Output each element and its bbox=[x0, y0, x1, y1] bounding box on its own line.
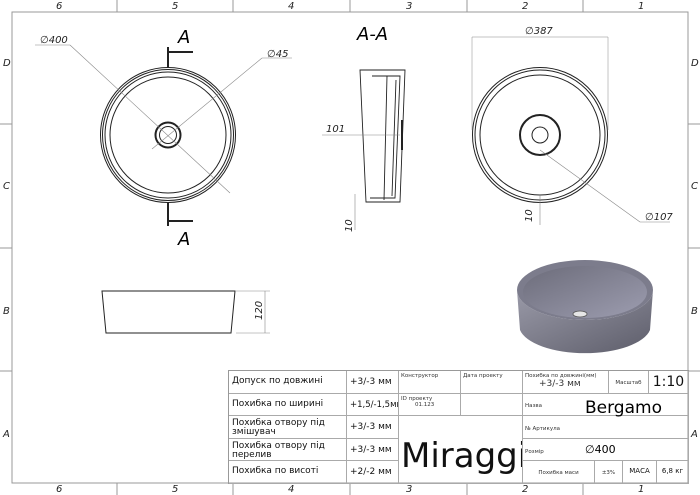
product-name: Bergamo bbox=[585, 398, 662, 418]
tolerance-label: Похибка отвору під змішувач bbox=[229, 416, 347, 439]
scale-value: 1:10 bbox=[649, 371, 689, 394]
outer-diameter-label: ∅400 bbox=[40, 35, 68, 46]
section-mark-bottom: A bbox=[177, 229, 190, 250]
zone-col-label: 2 bbox=[522, 484, 528, 495]
zone-col-label: 1 bbox=[638, 484, 644, 495]
mass-value: 6,8 кг bbox=[657, 461, 689, 484]
section-view bbox=[322, 69, 406, 230]
title-block: Допуск по довжині +3/-3 мм Похибка по ши… bbox=[228, 370, 689, 484]
zone-row-label: B bbox=[691, 306, 698, 317]
zone-col-label: 5 bbox=[172, 484, 178, 495]
rim-diameter-label: ∅387 bbox=[525, 26, 553, 37]
length-tol-cell: Похибка по довжині(мм)+3/-3 мм bbox=[523, 371, 609, 394]
zone-col-label: 1 bbox=[638, 1, 644, 12]
tolerance-label: Похибка по висоті bbox=[229, 461, 347, 484]
zone-row-label: C bbox=[691, 181, 698, 192]
height-dimension: 120 bbox=[254, 301, 265, 320]
bottom-dimension: 10 bbox=[344, 219, 355, 232]
zone-col-label: 3 bbox=[406, 1, 412, 12]
tolerance-value: +1,5/-1,5мм bbox=[347, 394, 399, 416]
tolerance-label: Похибка отвору під перелив bbox=[229, 439, 347, 461]
tolerance-value: +3/-3 мм bbox=[347, 439, 399, 461]
zone-col-label: 4 bbox=[288, 1, 294, 12]
depth-dimension: 101 bbox=[326, 124, 345, 135]
zone-row-label: B bbox=[3, 306, 10, 317]
side-view bbox=[101, 290, 270, 334]
tolerance-value: +3/-3 мм bbox=[347, 416, 399, 439]
project-id: 01.123 bbox=[415, 402, 435, 408]
bowl-diameter-label: ∅107 bbox=[645, 212, 673, 223]
scale-label: Масштаб bbox=[609, 371, 649, 394]
designer-label: Конструктор bbox=[399, 371, 461, 394]
mass-tol-label: Похибка маси bbox=[523, 461, 595, 484]
zone-col-label: 4 bbox=[288, 484, 294, 495]
zone-row-label: C bbox=[3, 181, 10, 192]
zone-col-label: 3 bbox=[406, 484, 412, 495]
mass-label: МАСА bbox=[623, 461, 657, 484]
drain-diameter-label: ∅45 bbox=[267, 49, 288, 60]
basin-3d-render bbox=[517, 260, 653, 354]
zone-row-label: A bbox=[690, 429, 698, 440]
project-id-label: ID проекту bbox=[401, 396, 433, 402]
zone-col-label: 5 bbox=[172, 1, 178, 12]
empty-cell bbox=[461, 394, 523, 416]
length-tol-value: +3/-3 мм bbox=[539, 379, 581, 389]
zone-row-label: D bbox=[691, 58, 699, 69]
tolerance-label: Похибка по ширині bbox=[229, 394, 347, 416]
section-mark-top: A bbox=[177, 27, 190, 48]
brand-logo-text: Miraggio bbox=[399, 416, 523, 484]
zone-col-label: 6 bbox=[56, 1, 62, 12]
zone-col-label: 2 bbox=[522, 1, 528, 12]
right-bottom-dimension: 10 bbox=[524, 209, 535, 222]
article-label: № Артикула bbox=[523, 416, 689, 439]
zone-col-label: 6 bbox=[56, 484, 62, 495]
tolerance-label: Допуск по довжині bbox=[229, 371, 347, 394]
mass-tol-value: ±3% bbox=[595, 461, 623, 484]
size-value: ∅400 bbox=[585, 443, 616, 456]
zone-row-label: A bbox=[2, 429, 10, 440]
size-label: Розмір bbox=[523, 439, 689, 461]
right-view bbox=[471, 36, 670, 225]
tolerance-value: +3/-3 мм bbox=[347, 371, 399, 394]
date-label: Дата проекту bbox=[461, 371, 523, 394]
tolerance-value: +2/-2 мм bbox=[347, 461, 399, 484]
zone-row-label: D bbox=[3, 58, 11, 69]
name-label: Назва bbox=[523, 394, 689, 416]
section-title: A-A bbox=[356, 24, 388, 45]
top-view bbox=[35, 44, 292, 226]
length-tol-label: Похибка по довжині(мм) bbox=[525, 373, 597, 379]
